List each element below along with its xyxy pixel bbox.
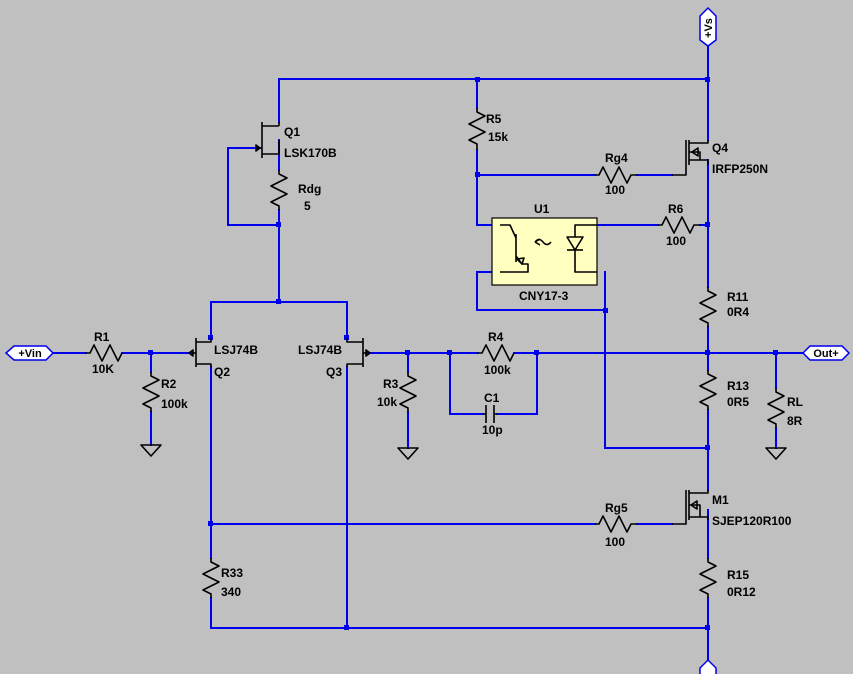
wires (51, 41, 804, 671)
r6-ref: R6 (668, 202, 684, 216)
resistor-rdg[interactable]: Rdg 5 (270, 170, 321, 213)
junctions (148, 77, 778, 630)
ground-icon (397, 447, 419, 460)
q2-ref: Q2 (214, 365, 230, 379)
r33-ref: R33 (221, 566, 243, 580)
r6-value: 100 (666, 234, 686, 248)
r3-ref: R3 (383, 377, 399, 391)
resistor-r13[interactable]: R13 0R5 (699, 370, 749, 410)
resistor-r5[interactable]: R5 15k (468, 108, 508, 150)
transistor-q1[interactable]: Q1 LSK170B (255, 122, 337, 160)
u1-ref: U1 (534, 202, 550, 216)
r5-value: 15k (488, 130, 508, 144)
resistor-r3[interactable]: R3 10k (377, 372, 417, 412)
resistor-rg5[interactable]: Rg5 100 (595, 501, 637, 549)
rdg-value: 5 (304, 199, 311, 213)
resistor-r4[interactable]: R4 100k (478, 330, 515, 377)
q1-value: LSK170B (284, 146, 337, 160)
resistor-rl[interactable]: RL 8R (767, 388, 803, 428)
rdg-ref: Rdg (298, 182, 321, 196)
port-vs-positive-label: +Vs (703, 18, 715, 38)
q3-ref: Q3 (326, 365, 342, 379)
port-vs-positive[interactable]: +Vs (699, 6, 717, 47)
ground-icon (765, 447, 787, 460)
q4-ref: Q4 (712, 141, 728, 155)
r15-value: 0R12 (727, 585, 756, 599)
r5-ref: R5 (486, 112, 502, 126)
u1-value: CNY17-3 (519, 289, 569, 303)
transistor-q4[interactable]: Q4 IRFP250N (672, 140, 768, 176)
transistor-q2[interactable]: LSJ74B Q2 (188, 338, 258, 379)
resistor-r1[interactable]: R1 10K (86, 330, 123, 376)
r11-ref: R11 (727, 290, 749, 304)
r11-value: 0R4 (727, 305, 749, 319)
capacitor-c1[interactable]: C1 10p (482, 391, 503, 437)
r13-value: 0R5 (727, 395, 749, 409)
rg5-ref: Rg5 (605, 501, 628, 515)
r2-ref: R2 (161, 377, 177, 391)
q2-value: LSJ74B (214, 343, 258, 357)
r2-value: 100k (161, 397, 188, 411)
rg4-ref: Rg4 (605, 151, 628, 165)
rg4-value: 100 (605, 183, 625, 197)
rl-value: 8R (787, 414, 803, 428)
port-out[interactable]: Out+ (801, 345, 851, 361)
port-vin-label: +Vin (18, 348, 42, 360)
rl-ref: RL (787, 395, 803, 409)
port-vs-negative[interactable] (699, 658, 717, 674)
m1-ref: M1 (712, 493, 729, 507)
resistor-r6[interactable]: R6 100 (658, 202, 700, 248)
port-vin[interactable]: +Vin (4, 345, 55, 361)
c1-value: 10p (482, 423, 503, 437)
resistor-rg4[interactable]: Rg4 100 (595, 151, 637, 197)
r4-ref: R4 (488, 330, 504, 344)
r1-ref: R1 (94, 330, 110, 344)
q1-ref: Q1 (284, 125, 300, 139)
r3-value: 10k (377, 395, 397, 409)
optocoupler-u1[interactable]: U1 CNY17-3 (491, 202, 598, 303)
q3-value: LSJ74B (298, 343, 342, 357)
resistor-r15[interactable]: R15 0R12 (699, 558, 756, 599)
rg5-value: 100 (605, 535, 625, 549)
r13-ref: R13 (727, 379, 749, 393)
ground-icon (140, 444, 162, 457)
c1-ref: C1 (484, 391, 500, 405)
transistor-q3[interactable]: LSJ74B Q3 (298, 338, 371, 379)
r33-value: 340 (221, 585, 241, 599)
r15-ref: R15 (727, 568, 749, 582)
port-out-label: Out+ (813, 348, 838, 360)
r4-value: 100k (484, 363, 511, 377)
m1-value: SJEP120R100 (712, 514, 792, 528)
resistor-r33[interactable]: R33 340 (202, 558, 243, 599)
r1-value: 10K (92, 362, 114, 376)
ground-symbols (140, 444, 787, 460)
transistor-m1[interactable]: M1 SJEP120R100 (672, 490, 792, 528)
q4-value: IRFP250N (712, 162, 768, 176)
resistor-r2[interactable]: R2 100k (142, 372, 188, 412)
resistor-r11[interactable]: R11 0R4 (699, 287, 749, 327)
